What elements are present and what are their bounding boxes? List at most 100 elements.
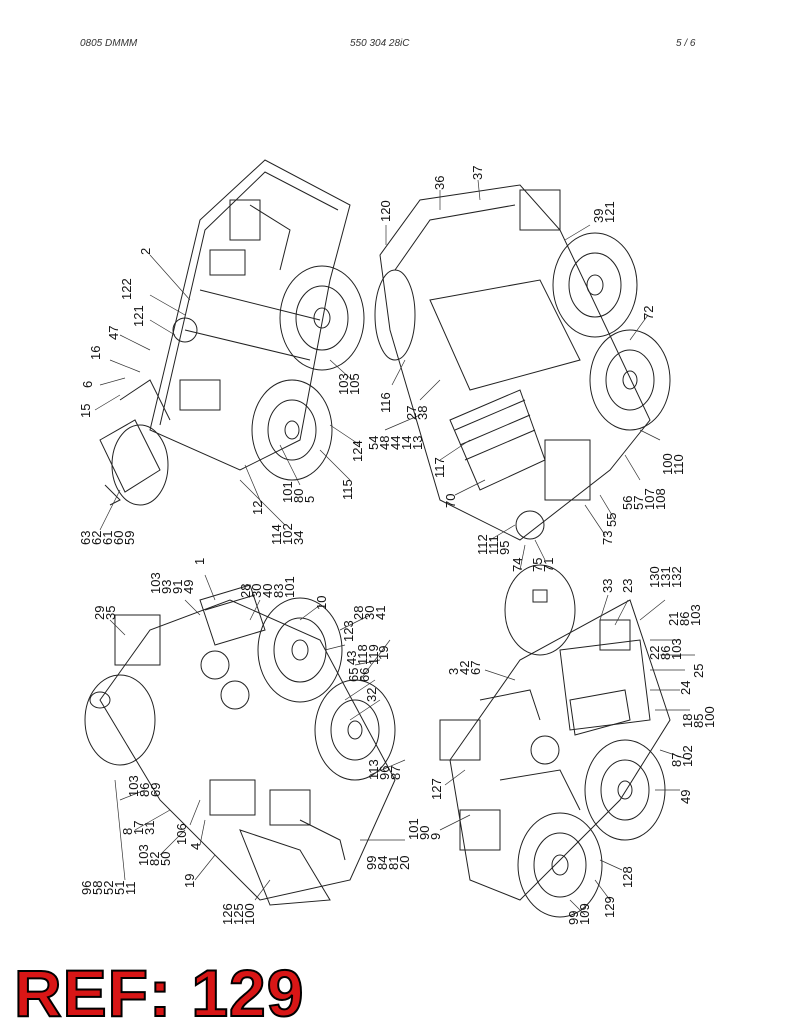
callout-number: 37 — [470, 166, 485, 180]
callout-number: 109 — [577, 903, 592, 925]
callout-number: 5 — [302, 496, 317, 503]
callout-number: 21 — [666, 612, 681, 626]
machine-view-bottom-left — [84, 584, 396, 906]
callout-number: 13 — [410, 436, 425, 450]
callout-number: 108 — [653, 488, 668, 510]
callout-number: 58 — [90, 881, 105, 895]
callout-number: 42 — [457, 661, 472, 675]
header-part-number: 550 304 28iC — [350, 38, 410, 49]
callout-number: 112 — [475, 534, 490, 555]
callout-number: 119 — [366, 644, 381, 665]
leader-lines-bottom-left — [109, 574, 406, 901]
callout-number: 12 — [250, 501, 265, 515]
callout-number: 28 — [238, 584, 253, 598]
callout-number: 1 — [192, 558, 207, 565]
callout-number: 8 — [120, 828, 135, 835]
header-page-number: 5 / 6 — [676, 38, 696, 49]
callout-number: 99 — [364, 856, 379, 870]
callout-number: 70 — [443, 494, 458, 508]
callout-number: 3 — [446, 668, 461, 675]
callout-number: 65 — [346, 668, 361, 682]
callout-number: 83 — [271, 584, 286, 598]
callout-number: 31 — [142, 821, 157, 835]
callout-number: 41 — [373, 606, 388, 620]
callout-number: 100 — [660, 453, 675, 475]
callout-number: 24 — [678, 681, 693, 695]
callout-number: 124 — [350, 440, 365, 462]
callout-number: 72 — [641, 306, 656, 320]
callout-number: 2 — [138, 248, 153, 255]
callout-number: 28 — [351, 606, 366, 620]
callout-number: 14 — [399, 436, 414, 450]
callout-number: 18 — [680, 714, 695, 728]
callout-number: 75 — [530, 558, 545, 572]
leader-lines-bottom-right — [439, 594, 695, 916]
callout-number: 57 — [631, 496, 646, 510]
callout-number: 19 — [182, 874, 197, 888]
reference-label: REF: 129 — [13, 956, 305, 1030]
callout-number: 84 — [375, 856, 390, 870]
callout-number: 80 — [291, 489, 306, 503]
callout-number: 96 — [377, 766, 392, 780]
callout-number: 126 — [220, 903, 235, 925]
callout-number: 35 — [103, 606, 118, 620]
callout-number: 105 — [347, 373, 362, 395]
callout-number: 59 — [122, 531, 137, 545]
callout-number: 56 — [620, 496, 635, 510]
callout-number: 36 — [432, 176, 447, 190]
callout-number: 48 — [377, 436, 392, 450]
callout-number: 49 — [678, 790, 693, 804]
callout-number: 96 — [79, 881, 94, 895]
callout-number: 62 — [89, 531, 104, 545]
callout-number: 91 — [170, 580, 185, 594]
callout-number: 132 — [669, 566, 684, 588]
callout-number: 23 — [620, 579, 635, 593]
callout-number: 60 — [111, 531, 126, 545]
callout-number: 93 — [159, 580, 174, 594]
callout-number: 52 — [101, 881, 116, 895]
callout-number: 95 — [497, 541, 512, 555]
callout-number: 106 — [174, 823, 189, 845]
callout-number: 82 — [147, 852, 162, 866]
callout-number: 100 — [242, 903, 257, 925]
callout-number: 44 — [388, 436, 403, 450]
callout-number: 103 — [126, 775, 141, 797]
callout-number: 122 — [119, 278, 134, 300]
callout-number: 61 — [100, 531, 115, 545]
callout-number: 43 — [344, 651, 359, 665]
callout-number: 86 — [677, 612, 692, 626]
callout-number: 49 — [181, 580, 196, 594]
callout-number: 47 — [106, 326, 121, 340]
callout-number: 86 — [658, 646, 673, 660]
callout-number: 67 — [468, 661, 483, 675]
callout-number: 29 — [92, 606, 107, 620]
callout-number: 101 — [406, 818, 421, 840]
callout-number: 38 — [415, 406, 430, 420]
machine-view-top-right — [374, 184, 671, 541]
machine-view-bottom-right — [439, 564, 671, 918]
callout-number: 111 — [486, 535, 501, 555]
callout-number: 114 — [269, 524, 284, 545]
callout-number: 128 — [620, 866, 635, 888]
callout-number: 16 — [88, 346, 103, 360]
callout-number: 32 — [364, 688, 379, 702]
callout-number: 55 — [604, 513, 619, 527]
callout-number: 81 — [386, 856, 401, 870]
leader-lines-top-right — [384, 179, 661, 571]
callout-number: 27 — [404, 406, 419, 420]
callout-number: 90 — [417, 826, 432, 840]
callout-number: 15 — [78, 404, 93, 418]
callout-number: 22 — [647, 646, 662, 660]
callout-number: 113 — [366, 759, 381, 780]
header-doc-code: 0805 DMMM — [80, 38, 138, 49]
callout-number: 116 — [378, 392, 393, 413]
callout-number: 86 — [137, 783, 152, 797]
callout-number: 121 — [602, 201, 617, 223]
callout-number: 101 — [280, 481, 295, 503]
callout-number: 99 — [566, 911, 581, 925]
callout-number: 85 — [691, 714, 706, 728]
callout-number: 130 — [647, 566, 662, 588]
callout-number: 102 — [680, 745, 695, 767]
callout-number: 100 — [702, 706, 717, 728]
callout-number: 129 — [602, 896, 617, 918]
